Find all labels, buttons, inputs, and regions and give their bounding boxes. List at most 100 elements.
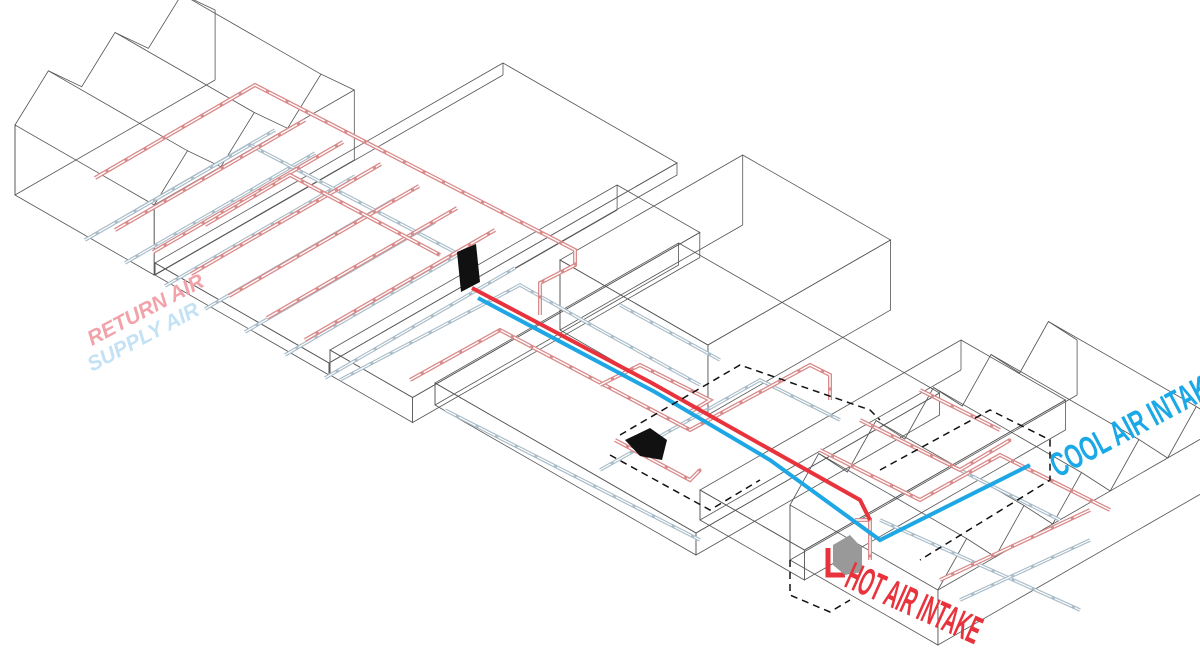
duct-hanger [593, 484, 597, 488]
building-roof-edge [329, 184, 701, 398]
duct-hanger [968, 469, 973, 474]
duct-hanger [671, 524, 675, 528]
duct-hanger [354, 358, 358, 362]
duct-hanger [171, 187, 175, 191]
duct-hanger [588, 322, 592, 326]
roof-ridge [114, 32, 255, 113]
duct-hanger [201, 265, 205, 269]
duct-hanger [1070, 516, 1074, 520]
duct-hanger [192, 221, 196, 225]
duct-hanger [429, 265, 433, 269]
duct-hanger [1070, 546, 1075, 550]
duct-hanger [315, 199, 319, 203]
supply-header-duct [84, 143, 471, 262]
duct-hanger [610, 377, 615, 381]
duct-hanger [560, 269, 565, 274]
duct-hanger [1069, 489, 1074, 493]
duct-hanger [991, 583, 995, 587]
duct-hanger [549, 355, 553, 359]
duct-hanger [632, 504, 636, 508]
duct-hanger [891, 524, 895, 528]
duct-hanger [320, 190, 324, 194]
duct-hanger [506, 270, 511, 274]
duct-hanger [629, 345, 634, 349]
duct-hanger [353, 309, 357, 313]
roof-ridge [990, 354, 1140, 440]
roof-ridge [191, 0, 322, 75]
duct-hanger [534, 454, 538, 458]
duct-hanger [797, 369, 801, 373]
return-branch-duct-core [152, 141, 344, 253]
duct-hanger [335, 369, 339, 373]
duct-hanger [411, 325, 415, 329]
duct-hanger [253, 193, 257, 198]
duct-hanger [573, 262, 577, 266]
duct-hanger [650, 369, 655, 373]
duct-hanger [687, 418, 691, 422]
duct-hanger [163, 243, 167, 247]
duct-hanger [334, 188, 338, 192]
duct-hanger [353, 265, 357, 269]
duct-hanger [268, 177, 272, 181]
duct-hanger [410, 276, 414, 280]
duct-hanger [135, 254, 139, 258]
duct-hanger [970, 414, 974, 418]
cool-air-intake-label: COOL AIR INTAKE [1044, 363, 1200, 486]
duct-hanger [688, 341, 692, 346]
duct-hanger [950, 404, 954, 408]
sawtooth-roof-end [14, 0, 216, 126]
duct-hanger [625, 444, 629, 449]
duct-hanger [970, 461, 974, 465]
air-handling-unit-2 [625, 428, 667, 460]
duct-hanger [1050, 479, 1054, 483]
duct-hanger [358, 200, 362, 205]
duct-hanger [549, 301, 553, 305]
duct-hanger [334, 320, 338, 324]
duct-hanger [239, 287, 243, 291]
duct-hanger [296, 166, 300, 170]
duct-hanger [670, 379, 674, 383]
duct-hanger [459, 350, 463, 354]
duct-hanger [219, 103, 223, 107]
duct-hanger [911, 533, 915, 537]
duct-hanger [220, 166, 224, 170]
duct-hanger [971, 592, 975, 596]
duct-hanger [461, 190, 465, 194]
duct-hanger [1031, 564, 1035, 569]
dashed-boundary [879, 409, 1051, 561]
duct-hanger [295, 346, 299, 350]
duct-hanger [410, 188, 415, 192]
duct-hanger [436, 241, 440, 245]
duct-hanger [820, 369, 825, 373]
duct-hanger [1089, 499, 1093, 503]
duct-hanger [428, 330, 432, 334]
duct-hanger [500, 210, 504, 215]
duct-hanger [510, 334, 514, 339]
duct-hanger [553, 464, 558, 468]
duct-hanger [285, 99, 289, 104]
duct-hanger [255, 323, 259, 327]
duct-hanger [334, 276, 338, 280]
duct-hanger [971, 563, 975, 567]
duct-hanger [304, 109, 309, 114]
duct-hanger [315, 243, 319, 247]
duct-hanger [612, 494, 616, 498]
duct-hanger [889, 484, 894, 488]
duct-hanger [392, 336, 396, 340]
return-duct-core [939, 509, 1091, 581]
duct-hanger [969, 474, 974, 478]
duct-hanger [248, 143, 252, 147]
duct-hanger [951, 572, 955, 576]
duct-hanger [649, 320, 654, 324]
duct-hanger [350, 371, 354, 376]
duct-hanger [1071, 605, 1075, 609]
duct-hanger [319, 180, 323, 184]
building-roof-edge [154, 62, 678, 364]
duct-hanger [449, 303, 453, 307]
duct-hanger [478, 339, 482, 343]
duct-hanger [687, 377, 691, 381]
duct-hanger [951, 551, 955, 555]
duct-hanger [778, 379, 782, 384]
duct-hanger [409, 341, 413, 345]
